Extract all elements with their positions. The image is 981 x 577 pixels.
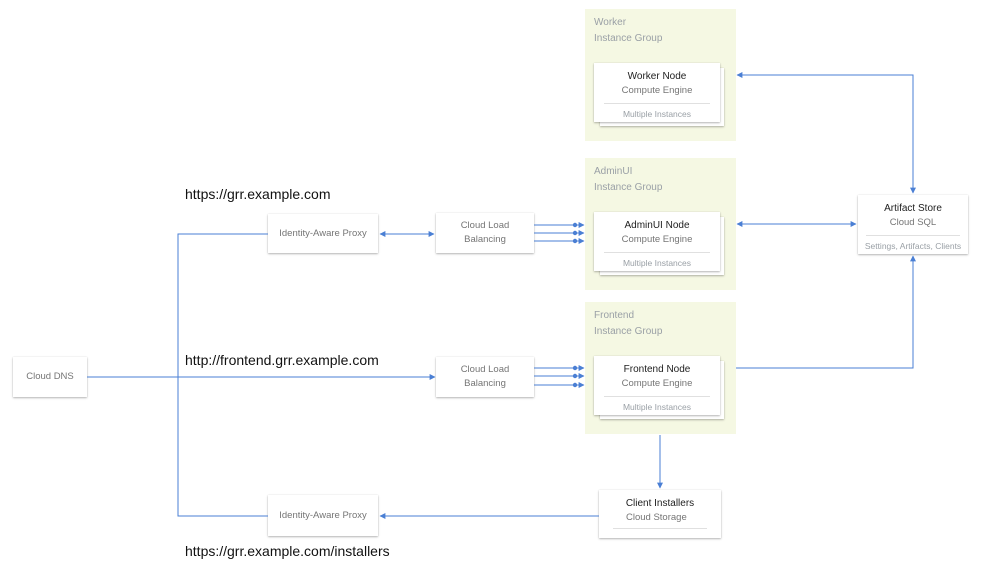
worker-node-footer: Multiple Instances — [622, 109, 692, 119]
lb-bottom-endpoint-dot-3 — [572, 382, 578, 388]
client-installers[interactable]: Client Installers Cloud Storage — [599, 490, 721, 538]
frontend-node[interactable]: Frontend Node Compute Engine Multiple In… — [594, 356, 720, 415]
cloud-load-balancing-top[interactable]: Cloud Load Balancing — [436, 213, 534, 253]
adminui-node-subtitle: Compute Engine — [621, 234, 693, 245]
client-installers-title: Client Installers — [625, 498, 695, 509]
cloud-load-balancing-bottom-label: Cloud Load Balancing — [461, 363, 510, 391]
worker-node-subtitle: Compute Engine — [621, 85, 693, 96]
worker-node[interactable]: Worker Node Compute Engine Multiple Inst… — [594, 63, 720, 122]
cloud-load-balancing-bottom-line1: Cloud Load — [460, 364, 510, 375]
cloud-load-balancing-bottom-line2: Balancing — [464, 378, 506, 389]
cloud-load-balancing-top-line1: Cloud Load — [460, 220, 510, 231]
identity-aware-proxy-top-label: Identity-Aware Proxy — [279, 227, 367, 239]
frontend-node-subtitle: Compute Engine — [621, 378, 693, 389]
frontend-node-title: Frontend Node — [623, 364, 691, 375]
frontend-group-label-line1: Frontend — [594, 310, 635, 321]
lb-bottom-endpoint-dot-1 — [572, 365, 578, 371]
installers-url-label: https://grr.example.com/installers — [185, 543, 390, 559]
artifact-store-title: Artifact Store — [884, 203, 942, 214]
cloud-load-balancing-bottom[interactable]: Cloud Load Balancing — [436, 357, 534, 397]
frontend-group-label-line2: Instance Group — [594, 326, 663, 337]
frontend-to-artifact-store-arrow — [736, 255, 916, 369]
identity-aware-proxy-top[interactable]: Identity-Aware Proxy — [268, 214, 378, 253]
worker-to-artifact-store-arrow — [736, 72, 916, 194]
identity-aware-proxy-bottom[interactable]: Identity-Aware Proxy — [268, 495, 378, 536]
identity-aware-proxy-bottom-label: Identity-Aware Proxy — [279, 509, 367, 521]
dns-to-iap-bottom-line — [177, 377, 268, 517]
admin-url-label: https://grr.example.com — [185, 186, 331, 202]
adminui-node-divider — [604, 252, 710, 253]
adminui-group-label: AdminUI Instance Group — [594, 164, 662, 196]
client-installers-subtitle: Cloud Storage — [626, 512, 687, 523]
adminui-node-footer: Multiple Instances — [622, 258, 692, 268]
adminui-node-title: AdminUI Node — [624, 220, 690, 231]
lb-top-endpoint-dot-2 — [572, 230, 578, 236]
cloud-dns-label: Cloud DNS — [26, 371, 74, 382]
worker-node-divider — [604, 103, 710, 104]
worker-group-label-line1: Worker — [594, 17, 627, 28]
artifact-store[interactable]: Artifact Store Cloud SQL Settings, Artif… — [858, 195, 968, 254]
worker-node-title: Worker Node — [627, 71, 687, 82]
lb-top-endpoint-dot-3 — [572, 238, 578, 244]
artifact-store-subtitle: Cloud SQL — [889, 217, 937, 228]
worker-group-label-line2: Instance Group — [594, 33, 663, 44]
artifact-store-footer: Settings, Artifacts, Clients — [864, 241, 962, 251]
frontend-group-label: Frontend Instance Group — [594, 308, 662, 340]
client-installers-divider — [613, 528, 707, 529]
worker-group-label: Worker Instance Group — [594, 15, 662, 47]
frontend-url-label: http://frontend.grr.example.com — [185, 352, 379, 368]
dns-to-iap-top-line — [177, 233, 268, 377]
lb-bottom-endpoint-dot-2 — [572, 373, 578, 379]
frontend-node-divider — [604, 396, 710, 397]
lb-top-endpoint-dot-1 — [572, 222, 578, 228]
cloud-load-balancing-top-label: Cloud Load Balancing — [461, 219, 510, 247]
artifact-store-divider — [866, 235, 960, 236]
adminui-node[interactable]: AdminUI Node Compute Engine Multiple Ins… — [594, 212, 720, 271]
adminui-group-label-line2: Instance Group — [594, 182, 663, 193]
frontend-node-footer: Multiple Instances — [622, 402, 692, 412]
adminui-group-label-line1: AdminUI — [594, 166, 633, 177]
cloud-load-balancing-top-line2: Balancing — [464, 234, 506, 245]
cloud-dns[interactable]: Cloud DNS — [13, 357, 87, 397]
